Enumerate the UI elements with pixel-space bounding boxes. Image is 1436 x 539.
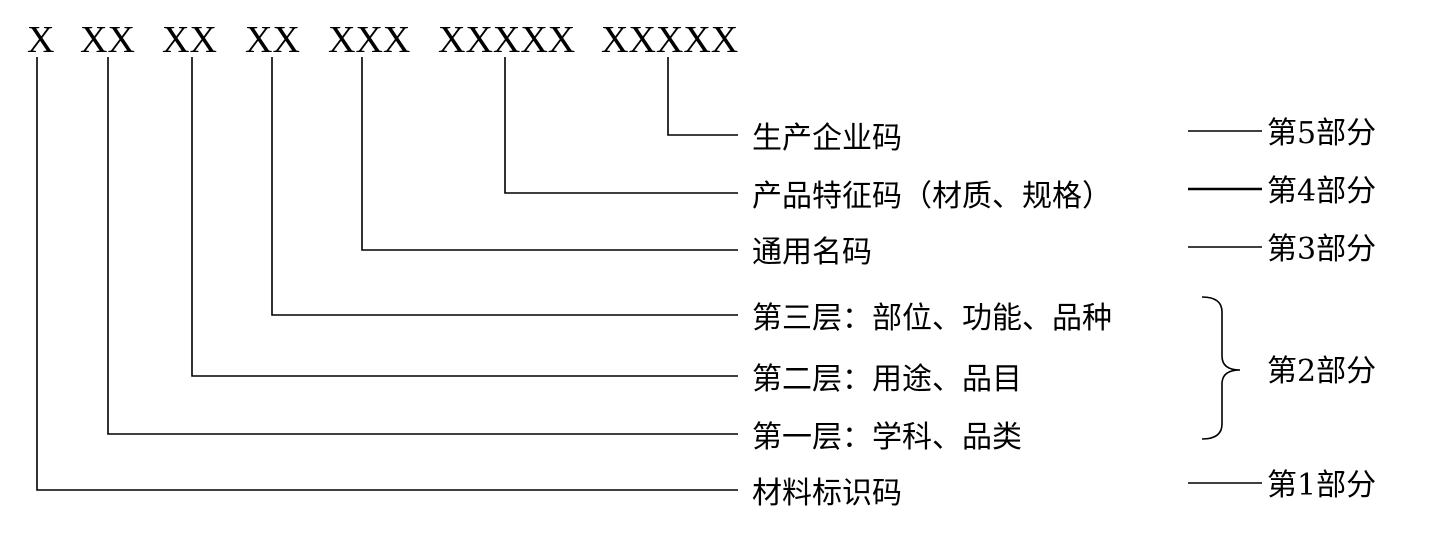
label-manufacturer-code: 生产企业码 xyxy=(752,121,902,156)
part3-label: 第3部分 xyxy=(1267,232,1376,267)
part2-bracket xyxy=(1201,296,1241,440)
code-segment-2: XX xyxy=(80,19,135,61)
label-generic-name-code: 通用名码 xyxy=(752,235,872,270)
leader-line-layer1 xyxy=(107,57,738,435)
part1-label: 第1部分 xyxy=(1267,468,1376,503)
leader-line-layer2 xyxy=(191,57,738,377)
leader-line-generic-name xyxy=(361,57,738,251)
label-layer2: 第二层：用途、品目 xyxy=(752,362,1022,397)
label-product-feature-code: 产品特征码（材质、规格） xyxy=(752,179,1112,214)
code-segment-7: XXXXX xyxy=(601,19,738,61)
part2-label: 第2部分 xyxy=(1267,354,1376,389)
label-layer3: 第三层：部位、功能、品种 xyxy=(752,301,1112,336)
leader-line-manufacturer xyxy=(667,57,738,136)
code-segment-5: XXX xyxy=(328,19,410,61)
label-layer1: 第一层：学科、品类 xyxy=(752,420,1022,455)
code-segment-6: XXXXX xyxy=(438,19,575,61)
leader-line-identifier xyxy=(36,57,738,491)
part5-label: 第5部分 xyxy=(1267,116,1376,151)
code-segment-4: XX xyxy=(245,19,300,61)
leader-line-layer3 xyxy=(271,57,738,316)
leader-line-feature xyxy=(504,57,738,194)
code-segment-3: XX xyxy=(162,19,217,61)
code-segment-1: X xyxy=(27,19,54,61)
part4-label: 第4部分 xyxy=(1267,174,1376,209)
label-material-identifier-code: 材料标识码 xyxy=(752,476,902,511)
